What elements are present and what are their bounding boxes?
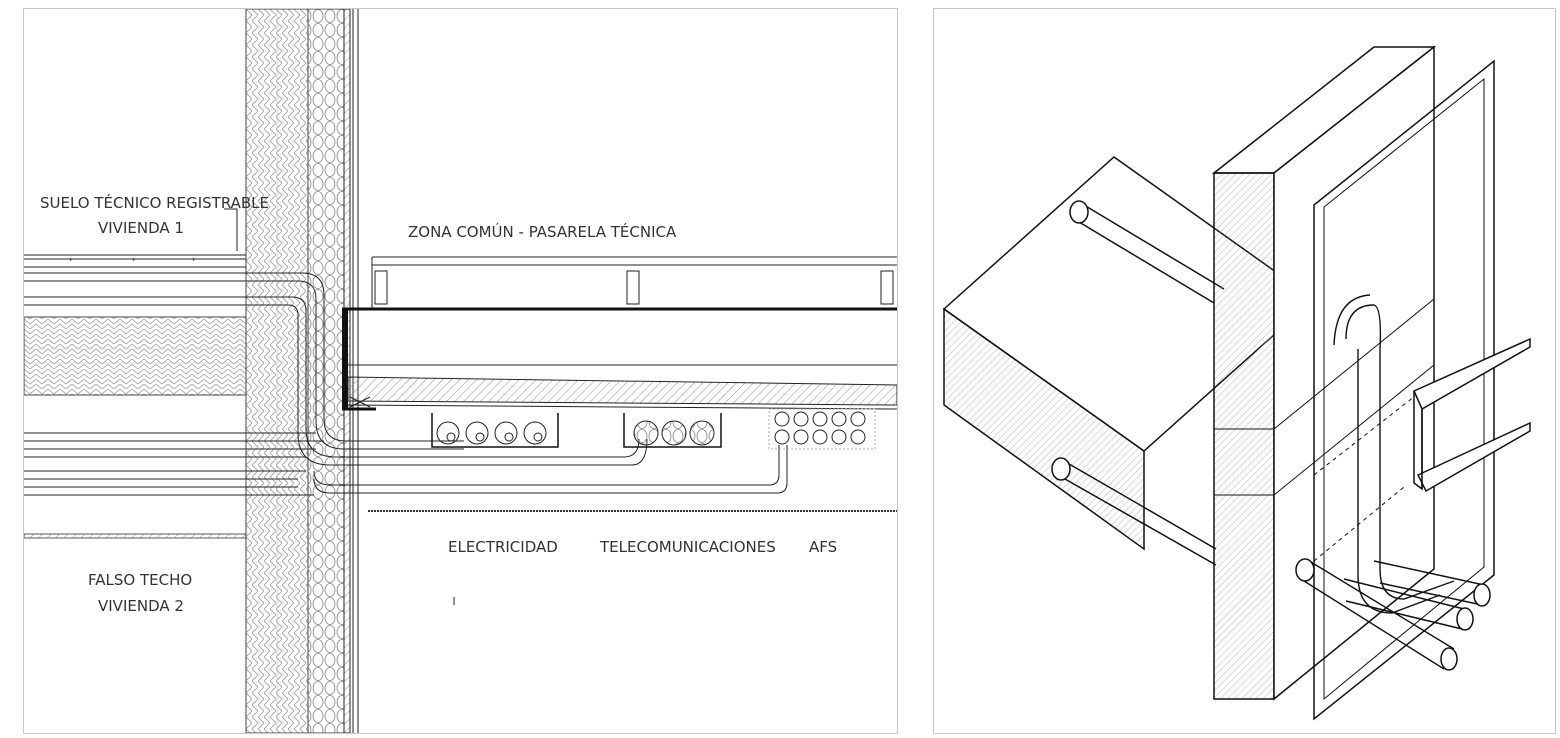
svg-text:›: › xyxy=(69,255,73,265)
axonometric-drawing xyxy=(942,45,1531,721)
label-floor-1: SUELO TÉCNICO REGISTRABLE xyxy=(40,193,269,212)
wall-section xyxy=(1213,172,1275,700)
label-ceiling-1: FALSO TECHO xyxy=(88,571,192,589)
label-electricity: ELECTRICIDAD xyxy=(448,538,558,556)
bracket-bottom-flange xyxy=(1416,421,1531,493)
label-telecom: TELECOMUNICACIONES xyxy=(599,538,776,556)
svg-text:›: › xyxy=(132,255,136,265)
masonry-wall xyxy=(245,9,309,733)
section-drawing: › › › xyxy=(24,9,897,733)
service-pipes xyxy=(24,272,788,496)
section-drawing-panel: › › › xyxy=(23,8,898,734)
insulation-layer xyxy=(307,9,345,733)
telecom-tray xyxy=(623,413,722,448)
slab-section xyxy=(943,307,1145,551)
floor-slab: › › › xyxy=(24,254,247,396)
label-water: AFS xyxy=(809,538,837,556)
corridor-slab xyxy=(342,307,897,411)
label-floor-2: VIVIENDA 1 xyxy=(98,219,184,237)
label-zone: ZONA COMÚN - PASARELA TÉCNICA xyxy=(408,222,677,241)
water-pipes xyxy=(768,408,876,450)
facade-frame xyxy=(1313,59,1495,721)
floor-label-leader xyxy=(224,208,238,251)
svg-text:›: › xyxy=(192,255,196,265)
label-ceiling-2: VIVIENDA 2 xyxy=(98,597,184,615)
electricity-tray xyxy=(431,413,559,448)
technical-walkway xyxy=(371,256,897,310)
false-ceiling xyxy=(24,533,247,539)
axonometric-panel xyxy=(933,8,1556,734)
